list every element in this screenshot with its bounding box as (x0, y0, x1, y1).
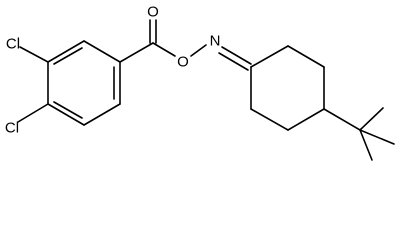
tert-butyl-group (323, 107, 395, 161)
ester-group (119, 19, 176, 63)
dichlorophenyl-ring (47, 40, 121, 126)
cyclohexane-ring (250, 45, 325, 131)
oxime-linkage (190, 44, 252, 71)
chemical-structure-diagram: Cl Cl O O N (5, 4, 395, 161)
atom-label-carbonyl-oxygen: O (147, 4, 159, 21)
atom-label-ester-oxygen: O (177, 54, 189, 71)
atom-label-oxime-nitrogen: N (210, 33, 221, 50)
chloro-substituents (17, 46, 49, 123)
atom-label-chlorine-lower: Cl (5, 120, 19, 137)
atom-label-chlorine-upper: Cl (6, 36, 20, 53)
